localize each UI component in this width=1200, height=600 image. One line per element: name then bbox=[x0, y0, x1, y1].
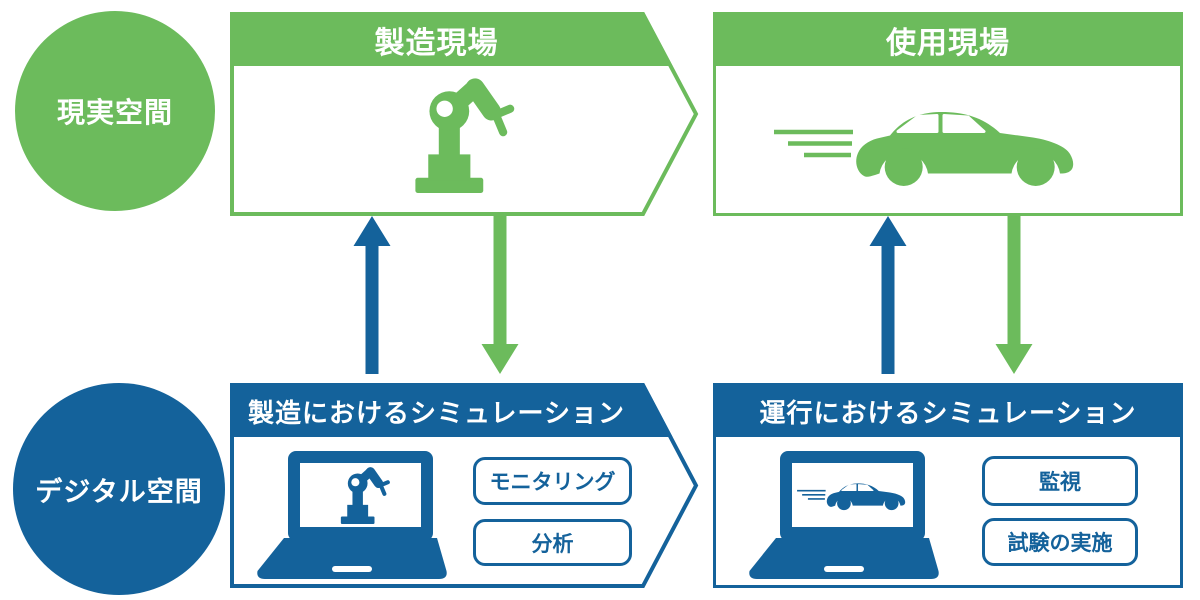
analysis-tag: 分析 bbox=[473, 519, 632, 566]
operation-simulation-title: 運行におけるシミュレーション bbox=[759, 397, 1137, 428]
usage-up-arrow-icon bbox=[869, 216, 907, 374]
car-icon bbox=[771, 100, 1081, 188]
robot-arm-icon bbox=[392, 76, 516, 193]
manufacturing-simulation-title: 製造におけるシミュレーション bbox=[248, 397, 625, 428]
digital-space-label: デジタル空間 bbox=[35, 476, 203, 507]
usage-site-header-band bbox=[716, 15, 1180, 66]
laptop-car-icon bbox=[749, 451, 939, 579]
usage-site-title: 使用現場 bbox=[886, 27, 1010, 60]
manufacturing-up-arrow-icon bbox=[353, 216, 391, 374]
real-space-label: 現実空間 bbox=[56, 97, 173, 128]
operation-simulation-header-band bbox=[716, 386, 1180, 437]
test-execution-tag: 試験の実施 bbox=[982, 518, 1138, 566]
laptop-robot-icon bbox=[257, 451, 447, 579]
usage-down-arrow-icon bbox=[995, 216, 1033, 374]
real-space-badge: 現実空間 bbox=[15, 11, 215, 211]
monitoring-tag: モニタリング bbox=[473, 457, 632, 505]
manufacturing-site-title: 製造現場 bbox=[374, 27, 499, 60]
digital-space-badge: デジタル空間 bbox=[13, 383, 225, 595]
surveillance-tag: 監視 bbox=[982, 456, 1138, 506]
manufacturing-down-arrow-icon bbox=[481, 216, 519, 374]
